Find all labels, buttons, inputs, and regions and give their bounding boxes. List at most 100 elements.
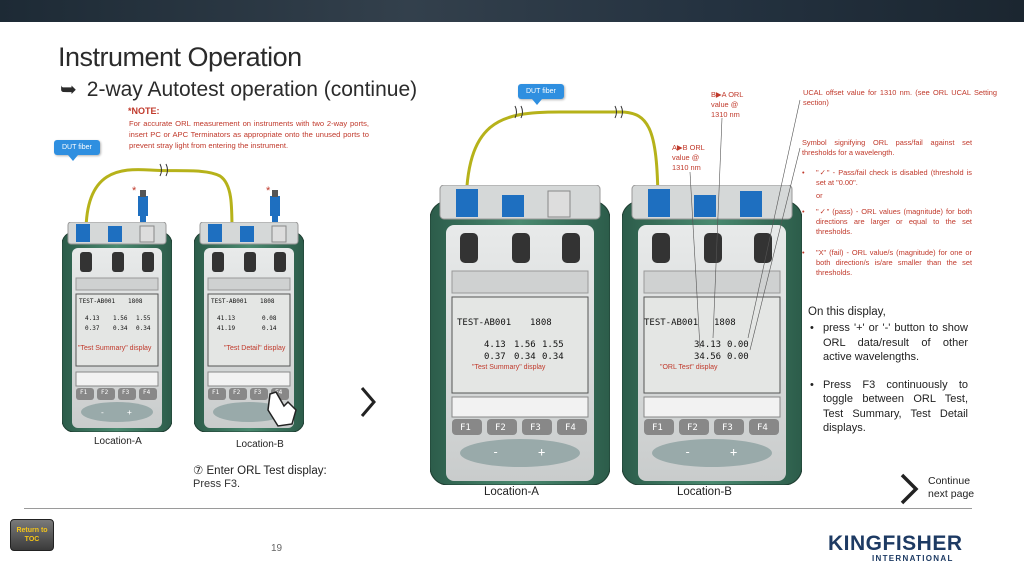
continue-chevron-icon[interactable] xyxy=(898,471,922,507)
lcd-left-a-top: 1808 xyxy=(128,298,143,305)
lcd-left-a-mode: TEST-AB001 xyxy=(79,298,116,305)
key-right-b-plus: + xyxy=(730,445,738,459)
page-title: Instrument Operation xyxy=(58,42,302,72)
right-arrow-icon: ➥ xyxy=(60,79,77,101)
lcd-left-b-r1a: 41.13 xyxy=(217,315,236,322)
device-left-b xyxy=(194,222,304,432)
footer-divider xyxy=(24,508,972,509)
key-left-a-f2: F2 xyxy=(101,389,109,396)
fiber-break-right-2 xyxy=(614,105,623,119)
device-left-a xyxy=(62,222,172,432)
logo-subtitle: INTERNATIONAL xyxy=(872,554,954,563)
lcd-right-b-r2a: 34.56 xyxy=(694,352,722,362)
lcd-right-b-annotation: "ORL Test" display xyxy=(660,364,718,371)
annotation-bullet-2: "✓" (pass) - ORL values (magnitude) for … xyxy=(816,207,972,236)
note-heading: *NOTE: xyxy=(128,106,160,116)
fiber-left xyxy=(84,168,234,233)
lcd-right-a-r1b: 1.56 xyxy=(514,340,536,350)
page-subtitle: ➥ 2-way Autotest operation (continue) xyxy=(60,77,417,102)
return-to-toc-button[interactable]: Return to TOC xyxy=(10,519,54,551)
key-left-a-f4: F4 xyxy=(143,389,151,396)
logo-name: KINGFISHER xyxy=(828,532,963,555)
on-this-display: On this display, press '+' or '-' button… xyxy=(808,305,968,449)
star-left-b: * xyxy=(266,185,271,197)
key-right-a-f3: F3 xyxy=(530,423,541,433)
lcd-left-a-annotation: "Test Summary" display xyxy=(78,345,152,352)
continue-line-1: Continue xyxy=(928,475,971,487)
lcd-right-a-r2b: 0.34 xyxy=(514,352,536,362)
key-right-b-f1: F1 xyxy=(652,423,663,433)
dut-fiber-bubble-left: DUT fiber xyxy=(54,140,100,161)
annotation-bullet-2-marker: • xyxy=(802,207,805,216)
key-right-a-f2: F2 xyxy=(495,423,506,433)
step-title: ⑦ Enter ORL Test display: xyxy=(193,465,327,477)
annotation-or: or xyxy=(816,191,823,200)
key-right-b-f2: F2 xyxy=(687,423,698,433)
key-left-b-f3: F3 xyxy=(254,389,262,396)
list-item: press '+' or '-' button to show ORL data… xyxy=(808,321,968,364)
chevron-right-icon xyxy=(360,387,376,417)
annotation-ab-orl: A▶B ORL value @ 1310 nm xyxy=(672,143,705,172)
device-right-b xyxy=(622,185,802,485)
lcd-right-b-r1b: 0.00 xyxy=(727,340,749,350)
list-item: Press F3 continuously to toggle between … xyxy=(808,378,968,435)
lcd-left-b-r2b: 0.14 xyxy=(262,325,277,332)
key-right-b-f4: F4 xyxy=(757,423,768,433)
lcd-left-a-r2b: 0.34 xyxy=(113,325,128,332)
annotation-bullet-1: "✓" - Pass/fail check is disabled (thres… xyxy=(816,168,972,187)
lcd-left-a-r2a: 0.37 xyxy=(85,325,100,332)
key-right-a-f4: F4 xyxy=(565,423,576,433)
key-left-a-plus: + xyxy=(127,408,132,417)
continue-next-page-link[interactable]: Continue next page xyxy=(928,475,974,501)
annotation-bullet-1-marker: • xyxy=(802,168,805,177)
star-left-a: * xyxy=(132,185,137,197)
page-number: 19 xyxy=(271,543,283,554)
key-left-a-f1: F1 xyxy=(80,389,88,396)
on-this-display-list: press '+' or '-' button to show ORL data… xyxy=(808,321,968,435)
lcd-left-b-top: 1808 xyxy=(260,298,275,305)
annotation-bullet-3-marker: • xyxy=(802,248,805,257)
annotation-ucal: UCAL offset value for 1310 nm. (see ORL … xyxy=(803,88,997,107)
note-text: For accurate ORL measurement on instrume… xyxy=(129,119,369,150)
lcd-right-b-top: 1808 xyxy=(714,318,736,328)
lcd-left-b-r1b: 0.08 xyxy=(262,315,277,322)
key-left-b-f1: F1 xyxy=(212,389,220,396)
lcd-right-a-top: 1808 xyxy=(530,318,552,328)
lcd-right-a-r2a: 0.37 xyxy=(484,352,506,362)
key-right-a-minus: - xyxy=(492,445,500,459)
lcd-right-a-r1a: 4.13 xyxy=(484,340,506,350)
lcd-right-a-r2c: 0.34 xyxy=(542,352,564,362)
lcd-right-b-r1a: 34.13 xyxy=(694,340,722,350)
lcd-left-a-r1b: 1.56 xyxy=(113,315,128,322)
key-left-a-minus: - xyxy=(100,408,105,417)
lcd-left-b-annotation: "Test Detail" display xyxy=(224,345,286,352)
pointing-hand-icon xyxy=(267,391,297,427)
lcd-left-b-mode: TEST-AB001 xyxy=(211,298,248,305)
lcd-left-a-r2c: 0.34 xyxy=(136,325,151,332)
label-left-location-b: Location-B xyxy=(236,439,284,450)
key-right-a-plus: + xyxy=(538,445,546,459)
annotation-ba-orl: B▶A ORL value @ 1310 nm xyxy=(711,90,744,119)
lcd-left-b-r2a: 41.19 xyxy=(217,325,236,332)
subtitle-text: 2-way Autotest operation (continue) xyxy=(86,78,418,101)
label-right-location-a: Location-A xyxy=(484,486,539,498)
annotation-bullet-3: "X" (fail) - ORL value/s (magnitude) for… xyxy=(816,248,972,277)
annotation-symbol: Symbol signifying ORL pass/fail against … xyxy=(802,138,972,157)
fiber-break-right-1 xyxy=(514,105,523,119)
lcd-right-a-mode: TEST-AB001 xyxy=(457,318,512,328)
top-banner xyxy=(0,0,1024,22)
fiber-break-left xyxy=(159,163,168,177)
step-instruction: Press F3. xyxy=(193,478,241,490)
lcd-right-b-mode: TEST-AB001 xyxy=(644,318,699,328)
dut-fiber-bubble-right: DUT fiber xyxy=(518,84,564,105)
key-right-b-minus: - xyxy=(684,445,692,459)
on-this-display-heading: On this display, xyxy=(808,306,886,318)
continue-line-2: next page xyxy=(928,488,975,500)
key-left-a-f3: F3 xyxy=(122,389,130,396)
label-left-location-a: Location-A xyxy=(94,436,142,447)
fiber-right xyxy=(464,110,660,211)
lcd-right-b-r2b: 0.00 xyxy=(727,352,749,362)
lcd-right-a-r1c: 1.55 xyxy=(542,340,564,350)
key-right-a-f1: F1 xyxy=(460,423,471,433)
